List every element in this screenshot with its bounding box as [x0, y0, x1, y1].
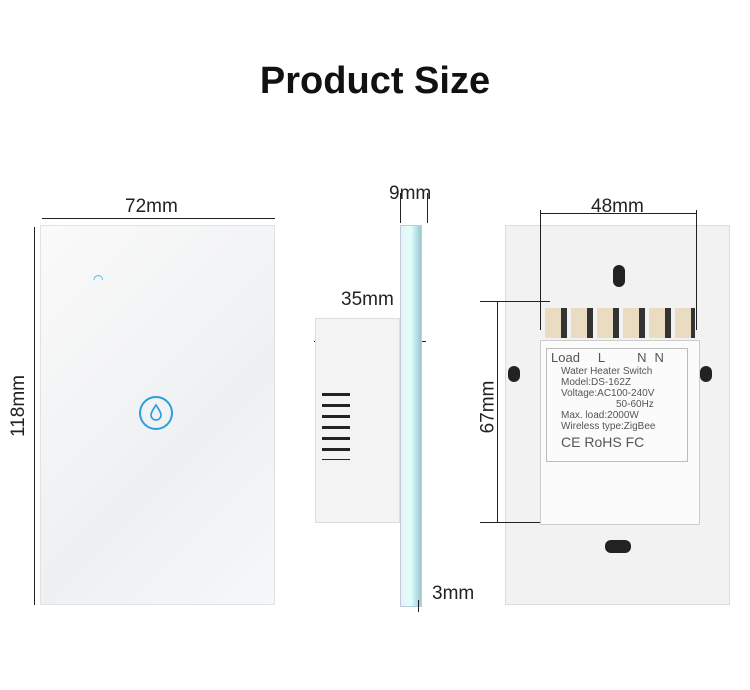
height-label: 118mm	[7, 375, 29, 437]
wifi-icon: ◠	[93, 272, 104, 286]
label-line: Water Heater Switch	[561, 366, 653, 377]
mounting-hole-right	[700, 366, 712, 382]
module-top-line	[480, 301, 550, 302]
terminal-n2: N	[654, 350, 664, 365]
thickness-label: 9mm	[389, 183, 432, 204]
mounting-slot-top	[613, 265, 625, 287]
glass-label: 3mm	[432, 583, 475, 604]
label-line: 50-60Hz	[616, 399, 654, 410]
thickness-tick-right	[427, 193, 428, 223]
module-height-label: 67mm	[477, 380, 499, 434]
terminal-l: L	[597, 350, 606, 365]
water-heater-touch-button[interactable]	[139, 396, 173, 430]
module-bottom-line	[480, 522, 550, 523]
terminal-n1: N	[637, 350, 647, 365]
terminal-block	[545, 308, 695, 338]
hole-spacing-tick-right	[696, 210, 697, 330]
width-dimension-line	[42, 218, 275, 219]
module-height-line	[497, 301, 498, 522]
certification-marks: CE RoHS FC	[561, 434, 645, 450]
mounting-hole-left	[508, 366, 520, 382]
label-line: Max. load:2000W	[561, 410, 639, 421]
mounting-slot-bottom	[605, 540, 631, 553]
page-title: Product Size	[259, 60, 491, 102]
label-line: Wireless type:ZigBee	[561, 421, 656, 432]
hole-spacing-label: 48mm	[591, 196, 644, 217]
thickness-tick-left	[400, 193, 401, 223]
terminal-load: Load	[551, 350, 580, 365]
product-label: Load L N N Water Heater Switch Model:DS-…	[546, 348, 688, 462]
glass-tick	[418, 600, 419, 612]
height-dimension-line	[34, 227, 35, 605]
vent-slots	[322, 385, 350, 460]
hole-spacing-tick-left	[540, 210, 541, 330]
hole-spacing-line	[540, 213, 697, 214]
label-line: Model:DS-162Z	[561, 377, 632, 388]
water-drop-icon	[150, 403, 162, 421]
width-label: 72mm	[125, 196, 178, 217]
depth-label: 35mm	[341, 289, 394, 310]
glass-plate-side	[400, 225, 422, 607]
relay-module	[540, 340, 700, 525]
label-line: Voltage:AC100-240V	[561, 388, 655, 399]
